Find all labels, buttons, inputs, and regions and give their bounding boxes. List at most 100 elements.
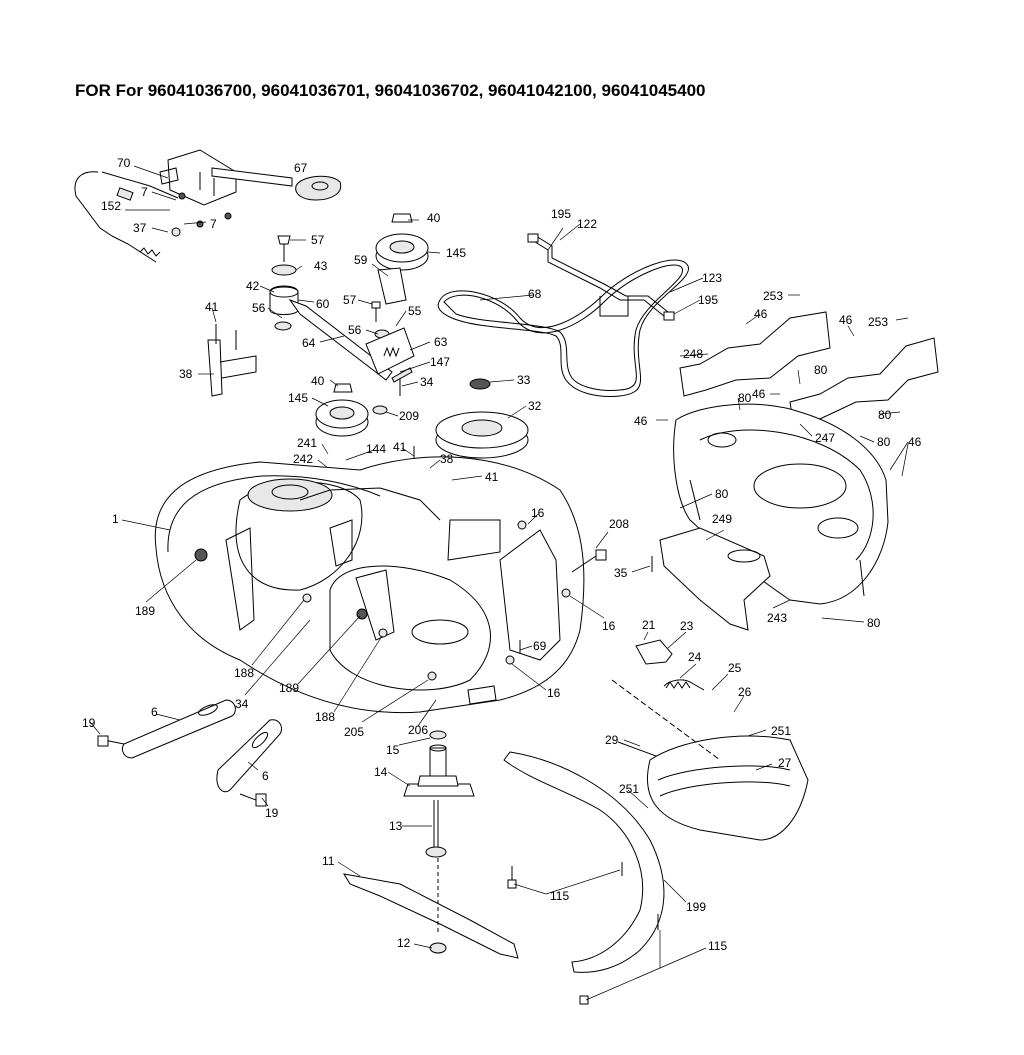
callout-41: 41 [205,300,219,314]
callout-16: 16 [602,619,616,633]
callout-147: 147 [430,355,450,369]
callout-115: 115 [708,939,727,953]
callout-145: 145 [288,391,308,405]
callout-13: 13 [389,819,403,833]
callout-253: 253 [868,315,888,329]
callout-38: 38 [440,452,454,466]
callout-55: 55 [408,304,422,318]
callout-6: 6 [151,705,158,719]
callout-57: 57 [343,293,357,307]
callout-26: 26 [738,685,752,699]
idler-arm-hardware [269,235,393,381]
callout-80: 80 [738,391,752,405]
belt-keeper-bracket [365,327,415,396]
callout-7: 7 [210,217,217,231]
callout-43: 43 [314,259,328,273]
idler-bracket [377,267,407,305]
idler-pulley-lower [315,383,369,437]
callout-25: 25 [728,661,742,675]
discharge-chute [611,639,809,841]
callout-242: 242 [293,452,313,466]
callout-15: 15 [386,743,400,757]
handle-knob [295,175,342,201]
callout-21: 21 [642,618,656,632]
callout-46: 46 [754,307,768,321]
callout-37: 37 [133,221,147,235]
callout-33: 33 [517,373,531,387]
callout-145: 145 [446,246,466,260]
callout-40: 40 [427,211,441,225]
callout-68: 68 [528,287,542,301]
callout-123: 123 [702,271,722,285]
callout-46: 46 [752,387,766,401]
spindle-pulley [372,378,529,459]
callout-11: 11 [322,854,335,868]
callout-80: 80 [877,435,891,449]
callout-189: 189 [135,604,155,618]
callout-195: 195 [551,207,571,221]
callout-27: 27 [778,756,792,770]
mower-blade [343,858,519,959]
callout-206: 206 [408,723,428,737]
callout-80: 80 [867,616,881,630]
callout-249: 249 [712,512,732,526]
callout-251: 251 [771,724,791,738]
callout-12: 12 [397,936,411,950]
callout-24: 24 [688,650,702,664]
callout-253: 253 [763,289,783,303]
callout-1: 1 [112,512,119,526]
callout-241: 241 [297,436,317,450]
callout-69: 69 [533,639,547,653]
diagram-title: FOR For 96041036700, 96041036701, 960410… [75,81,706,100]
callout-63: 63 [434,335,448,349]
mower-deck [154,456,585,714]
callout-59: 59 [354,253,368,267]
spindle-assembly [403,730,475,858]
callout-80: 80 [715,487,729,501]
callout-80: 80 [814,363,828,377]
callout-199: 199 [686,900,706,914]
callout-38: 38 [179,367,193,381]
callout-67: 67 [294,161,308,175]
callout-16: 16 [547,686,561,700]
callout-labels: 70 67 7 7 152 37 40 57 145 195 122 43 59… [82,156,922,953]
gauge-wheel-brackets [97,699,283,807]
callout-189: 189 [279,681,299,695]
callout-251: 251 [619,782,639,796]
callout-64: 64 [302,336,316,350]
callout-6: 6 [262,769,269,783]
callout-248: 248 [683,347,703,361]
callout-32: 32 [528,399,542,413]
deflector-shield [503,751,665,1005]
callout-195: 195 [698,293,718,307]
callout-152: 152 [101,199,121,213]
callout-188: 188 [315,710,335,724]
lift-handle-assembly [74,149,293,263]
leader-lines [89,165,909,1001]
callout-41: 41 [485,470,499,484]
callout-205: 205 [344,725,364,739]
callout-188: 188 [234,666,254,680]
callout-60: 60 [316,297,330,311]
callout-14: 14 [374,765,388,779]
discharge-bracket [659,527,771,631]
callout-46: 46 [839,313,853,327]
callout-19: 19 [82,716,96,730]
deck-baffles [679,311,939,429]
callout-40: 40 [311,374,325,388]
callout-19: 19 [265,806,279,820]
callout-70: 70 [117,156,131,170]
callout-56: 56 [348,323,362,337]
callout-23: 23 [680,619,694,633]
callout-34: 34 [235,697,249,711]
drive-belt [437,259,689,397]
callout-34: 34 [420,375,434,389]
callout-243: 243 [767,611,787,625]
callout-115: 115 [550,889,569,903]
callout-247: 247 [815,431,835,445]
callout-41: 41 [393,440,407,454]
callout-46: 46 [908,435,922,449]
callout-29: 29 [605,733,619,747]
callout-144: 144 [366,442,386,456]
